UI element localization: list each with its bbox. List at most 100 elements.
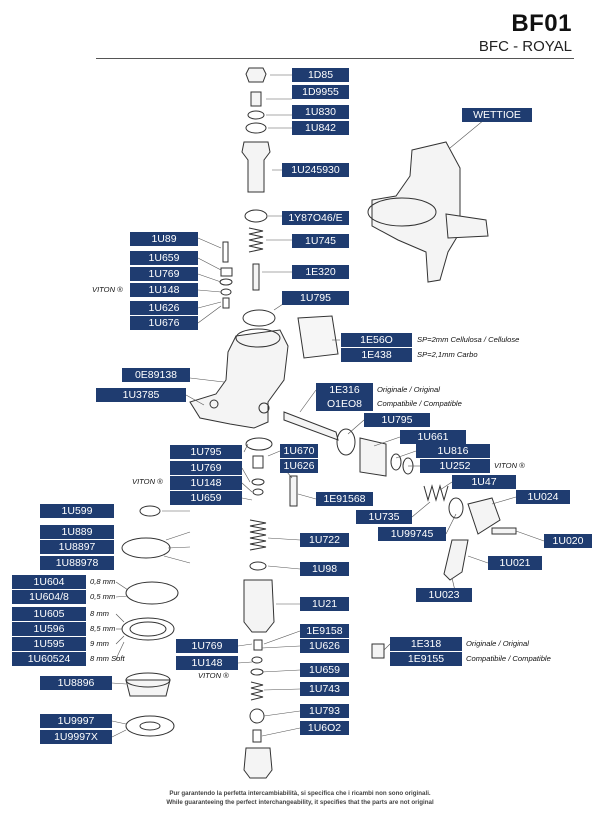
part-label-1u6o2[interactable]: 1U6O2 [300,721,349,735]
note-viton-mid: VITON ® [132,477,163,486]
part-label-1u99745[interactable]: 1U99745 [378,527,446,541]
part-label-1u659[interactable]: 1U659 [130,251,198,265]
part-label-1u735[interactable]: 1U735 [356,510,412,524]
wettioe-tap [445,213,489,239]
part-label-1u148[interactable]: 1U148 [130,283,198,297]
washer [245,122,267,134]
part-label-1u795-right[interactable]: 1U795 [364,413,430,427]
shower-screen [121,537,171,559]
note-viton-low: VITON ® [198,671,229,680]
part-label-1u889[interactable]: 1U889 [40,525,114,539]
part-label-1u89[interactable]: 1U89 [130,232,198,246]
sleeve-21 [243,579,275,633]
part-label-1u023[interactable]: 1U023 [416,588,472,602]
part-label-1e316[interactable]: 1E316 [316,383,373,397]
shower-9997 [125,715,175,737]
part-label-1d9955[interactable]: 1D9955 [292,85,349,99]
part-label-1u47[interactable]: 1U47 [452,475,516,489]
part-label-1u9997[interactable]: 1U9997 [40,714,112,728]
ring-low-a [251,656,263,664]
part-label-1e318[interactable]: 1E318 [390,637,462,651]
part-label-1u830[interactable]: 1U830 [292,105,349,119]
part-label-1u816[interactable]: 1U816 [416,444,490,458]
note-sp-cellulose: SP=2mm Cellulosa / Cellulose [417,335,520,344]
ring-mid [251,478,265,486]
part-label-1u842[interactable]: 1U842 [292,121,349,135]
tap-rod [283,411,339,441]
part-label-1u626-low[interactable]: 1U626 [300,639,349,653]
disc-low [249,708,265,724]
pin-mid [252,455,264,469]
note-8mm-soft: 8 mm Soft [90,654,125,663]
part-label-1u676[interactable]: 1U676 [130,316,198,330]
disclaimer-it: Pur garantendo la perfetta intercambiabi… [169,790,431,797]
part-label-1u769-mid[interactable]: 1U769 [170,461,242,475]
part-label-1u743[interactable]: 1U743 [300,682,349,696]
shower-screw [139,505,161,517]
part-label-o1eo8[interactable]: O1EO8 [316,397,373,411]
part-label-1u148-mid[interactable]: 1U148 [170,476,242,490]
part-label-1u8896[interactable]: 1U8896 [40,676,112,690]
part-label-1u599[interactable]: 1U599 [40,504,114,518]
part-label-1u626[interactable]: 1U626 [130,301,198,315]
part-label-1u795-top[interactable]: 1U795 [282,291,349,305]
part-label-1u8897[interactable]: 1U8897 [40,540,114,554]
shower-9997-inner [139,721,161,731]
part-label-1u604-8[interactable]: 1U604/8 [12,590,86,604]
ring-a [336,428,356,456]
part-label-1e9158[interactable]: 1E9158 [300,624,349,638]
part-label-1u3785[interactable]: 1U3785 [96,388,186,402]
part-label-1u769[interactable]: 1U769 [130,267,198,281]
part-label-1u604[interactable]: 1U604 [12,575,86,589]
lever-handle [443,539,469,581]
part-label-1u595[interactable]: 1U595 [12,637,86,651]
small-ring-b [220,288,232,296]
machine-model: BFC - ROYAL [478,38,572,55]
part-label-1u659-low[interactable]: 1U659 [300,663,349,677]
part-label-1u626-mid[interactable]: 1U626 [280,459,318,473]
pin-rod [252,263,260,291]
part-label-1u252[interactable]: 1U252 [420,459,490,473]
part-label-1u020[interactable]: 1U020 [544,534,592,548]
group-head-top [235,328,281,348]
bottom-fitting [243,747,273,779]
part-label-1e320[interactable]: 1E320 [292,265,349,279]
note-8mm: 8 mm [90,609,109,618]
part-label-1u745[interactable]: 1U745 [292,234,349,248]
small-cap [220,267,233,277]
part-label-0e89138[interactable]: 0E89138 [122,368,190,382]
part-label-1e91568[interactable]: 1E91568 [316,492,373,506]
spring-side [423,484,449,502]
part-label-1u769-low[interactable]: 1U769 [176,639,238,653]
part-label-1u021[interactable]: 1U021 [488,556,542,570]
part-label-1u793[interactable]: 1U793 [300,704,349,718]
part-label-1e56o[interactable]: 1E56O [341,333,412,347]
part-label-1u024[interactable]: 1U024 [516,490,570,504]
top-nut [245,67,267,83]
part-label-1u659-mid[interactable]: 1U659 [170,491,242,505]
part-label-1e438[interactable]: 1E438 [341,348,412,362]
part-label-1u795-mid[interactable]: 1U795 [170,445,242,459]
pin-bottom [252,729,262,743]
part-label-1u722[interactable]: 1U722 [300,533,349,547]
part-label-1d85[interactable]: 1D85 [292,68,349,82]
o-ring-top [244,209,268,223]
part-label-1u661[interactable]: 1U661 [400,430,466,444]
part-label-1u60524[interactable]: 1U60524 [12,652,86,666]
part-label-1e9155[interactable]: 1E9155 [390,652,462,666]
part-label-1u148-low[interactable]: 1U148 [176,656,238,670]
valve-stem [241,141,271,193]
part-label-1u21[interactable]: 1U21 [300,597,349,611]
part-label-wettioe[interactable]: WETTIOE [462,108,532,122]
part-label-1u9997x[interactable]: 1U9997X [40,730,112,744]
part-label-1u670[interactable]: 1U670 [280,444,318,458]
part-label-1y87o46e[interactable]: 1Y87O46/E [282,211,349,225]
wettioe-base [367,197,437,227]
part-label-1u98[interactable]: 1U98 [300,562,349,576]
header-rule [96,58,574,59]
part-label-1u88978[interactable]: 1U88978 [40,556,114,570]
part-label-1u605[interactable]: 1U605 [12,607,86,621]
note-originale-low: Originale / Original [466,639,529,648]
part-label-1u245930[interactable]: 1U245930 [282,163,349,177]
part-label-1u596[interactable]: 1U596 [12,622,86,636]
